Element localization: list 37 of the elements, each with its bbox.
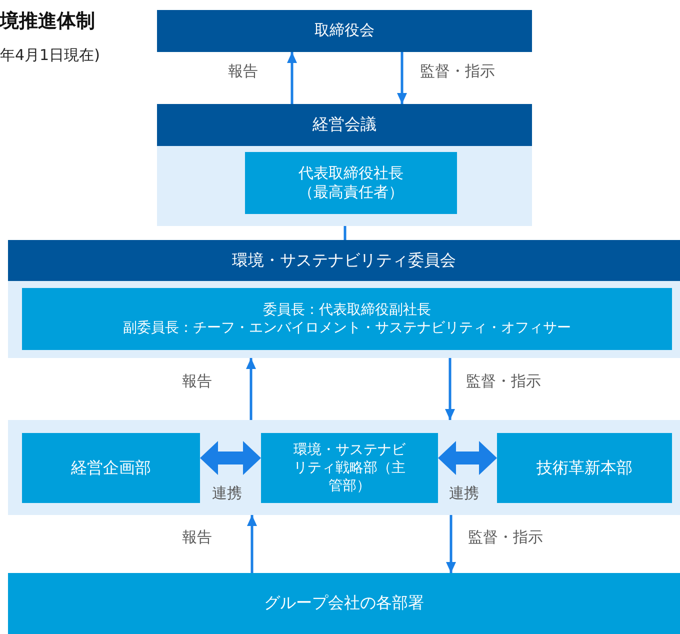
edge-label: 監督・指示 xyxy=(464,372,543,391)
board-bar xyxy=(157,10,532,52)
node-text: 環境・サステナビリティ戦略部（主管部） xyxy=(292,440,406,496)
edge-label: 監督・指示 xyxy=(418,62,497,81)
arrow xyxy=(247,515,257,573)
process-box xyxy=(22,433,200,503)
process-box xyxy=(497,433,672,503)
header-text: 環境・サステナビリティ委員会 xyxy=(232,250,456,271)
double-arrow xyxy=(200,441,261,475)
edge-label: 連携 xyxy=(210,484,244,503)
arrow xyxy=(246,358,256,420)
arrow xyxy=(287,52,297,104)
arrow xyxy=(445,358,455,420)
process-box xyxy=(245,152,457,214)
node-text: 代表取締役社長（最高責任者） xyxy=(298,164,404,202)
edge-label: 監督・指示 xyxy=(466,528,545,547)
process-box xyxy=(8,573,680,634)
double-arrow xyxy=(438,441,497,475)
edge-label: 報告 xyxy=(180,372,214,391)
node-text: 副委員長：チーフ・エンバイロメント・サステナビリティ・オフィサー xyxy=(122,319,572,338)
node-text: 取締役会 xyxy=(314,21,376,41)
header-text: 経営会議 xyxy=(312,114,376,136)
process-box xyxy=(22,288,672,350)
arrow xyxy=(397,52,407,104)
node-text: 技術革新本部 xyxy=(536,458,634,478)
group-panel xyxy=(8,420,680,515)
edge-label: 報告 xyxy=(180,528,214,547)
process-box xyxy=(261,433,438,503)
group-panel xyxy=(157,104,532,226)
group-panel xyxy=(8,240,680,358)
edge-label: 連携 xyxy=(447,484,481,503)
node-text: 経営企画部 xyxy=(70,458,152,478)
edge-label: 報告 xyxy=(226,62,260,81)
node-text: グループ会社の各部署 xyxy=(263,593,425,614)
note-text: 年4月1日現在) xyxy=(0,46,100,65)
arrow xyxy=(446,515,456,573)
node-text: 委員長：代表取締役副社長 xyxy=(262,300,432,319)
